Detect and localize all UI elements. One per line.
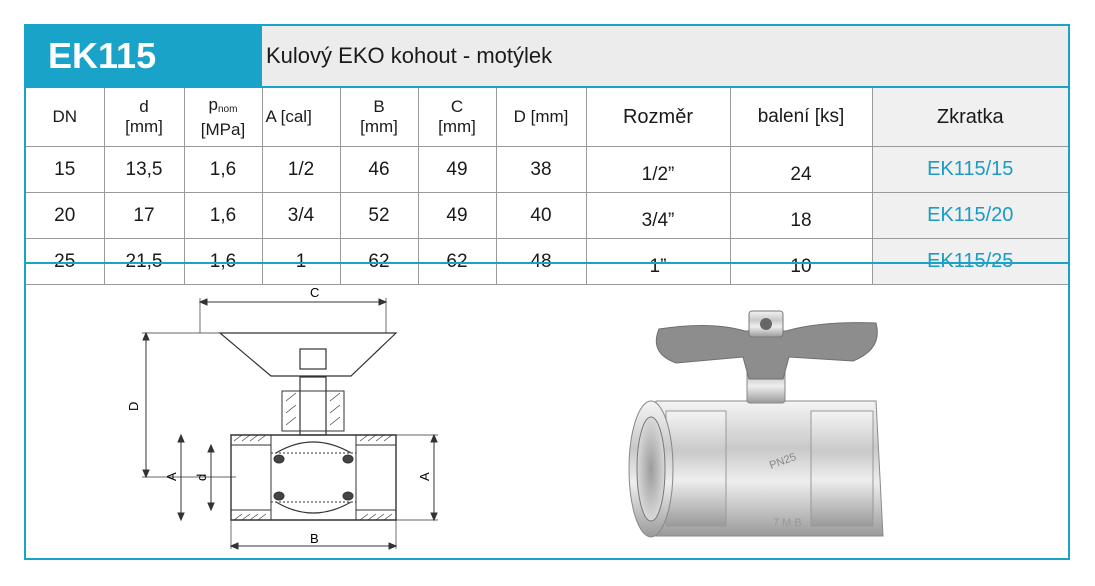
arrow-icon xyxy=(198,298,208,306)
cell-dmm: 48 xyxy=(495,238,587,285)
label-a-left: A xyxy=(164,472,179,481)
cell-rozmer: 3/4” xyxy=(585,192,731,239)
cell-pnom: 1,6 xyxy=(183,146,263,193)
col-header-a: A [cal] xyxy=(261,88,341,147)
col-header-rozmer: Rozměr xyxy=(585,88,731,147)
cell-rozmer: 1/2” xyxy=(585,146,731,193)
table-header-row: DN d[mm] pnom[MPa] A [cal] B[mm] C[mm] D… xyxy=(26,88,1068,147)
table-row: 20 17 1,6 3/4 52 49 40 3/4” 18 EK115/20 xyxy=(26,192,1068,239)
header-bar: EK115 Kulový EKO kohout - motýlek xyxy=(26,26,1068,88)
handle-outline xyxy=(218,332,398,377)
cell-baleni: 24 xyxy=(729,146,873,193)
spec-table: DN d[mm] pnom[MPa] A [cal] B[mm] C[mm] D… xyxy=(26,88,1068,285)
col-header-b: B[mm] xyxy=(339,88,419,147)
cell-c: 49 xyxy=(417,192,497,239)
table-row: 15 13,5 1,6 1/2 46 49 38 1/2” 24 EK115/1… xyxy=(26,146,1068,193)
cell-dn: 15 xyxy=(26,146,105,193)
label-d: D xyxy=(126,402,141,411)
cell-pnom: 1,6 xyxy=(183,192,263,239)
cell-a: 1/2 xyxy=(261,146,341,193)
col-header-d: d[mm] xyxy=(103,88,185,147)
cell-baleni: 18 xyxy=(729,192,873,239)
cell-dmm: 38 xyxy=(495,146,587,193)
arrow-icon xyxy=(378,298,388,306)
cell-d: 17 xyxy=(103,192,185,239)
table-row: 25 21,5 1,6 1 62 62 48 1” 10 EK115/25 xyxy=(26,238,1068,285)
label-a-right: A xyxy=(417,472,432,481)
product-title: Kulový EKO kohout - motýlek xyxy=(262,26,1068,88)
section-divider xyxy=(26,262,1068,264)
cell-pnom: 1,6 xyxy=(183,238,263,285)
cell-dn: 25 xyxy=(26,238,105,285)
valve-photo: PN25 7 M B xyxy=(628,310,884,538)
label-c: C xyxy=(310,285,319,300)
cell-a: 3/4 xyxy=(261,192,341,239)
cell-c: 49 xyxy=(417,146,497,193)
cell-zkratka: EK115/15 xyxy=(871,146,1068,193)
cell-dn: 20 xyxy=(26,192,105,239)
cell-b: 52 xyxy=(339,192,419,239)
label-d-small: d xyxy=(194,474,209,481)
col-header-zkratka: Zkratka xyxy=(871,88,1068,147)
product-card: EK115 Kulový EKO kohout - motýlek DN d[m… xyxy=(24,24,1070,560)
cell-zkratka: EK115/20 xyxy=(871,192,1068,239)
cell-b: 46 xyxy=(339,146,419,193)
cell-d: 21,5 xyxy=(103,238,185,285)
col-header-dn: DN xyxy=(26,88,105,147)
col-header-pnom: pnom[MPa] xyxy=(183,88,263,147)
cell-zkratka: EK115/25 xyxy=(871,238,1068,285)
product-code: EK115 xyxy=(26,26,262,88)
svg-text:7 M B: 7 M B xyxy=(773,517,802,529)
cell-dmm: 40 xyxy=(495,192,587,239)
col-header-dmm: D [mm] xyxy=(495,88,587,147)
valve-body-outline xyxy=(230,434,397,521)
butterfly-handle-icon xyxy=(655,322,878,380)
col-header-baleni: balení [ks] xyxy=(729,88,873,147)
stem-outline xyxy=(299,376,327,436)
label-b: B xyxy=(310,531,319,546)
technical-drawing: C D A d A B xyxy=(126,285,438,550)
cell-d: 13,5 xyxy=(103,146,185,193)
col-header-c: C[mm] xyxy=(417,88,497,147)
ball-outline xyxy=(275,441,352,514)
